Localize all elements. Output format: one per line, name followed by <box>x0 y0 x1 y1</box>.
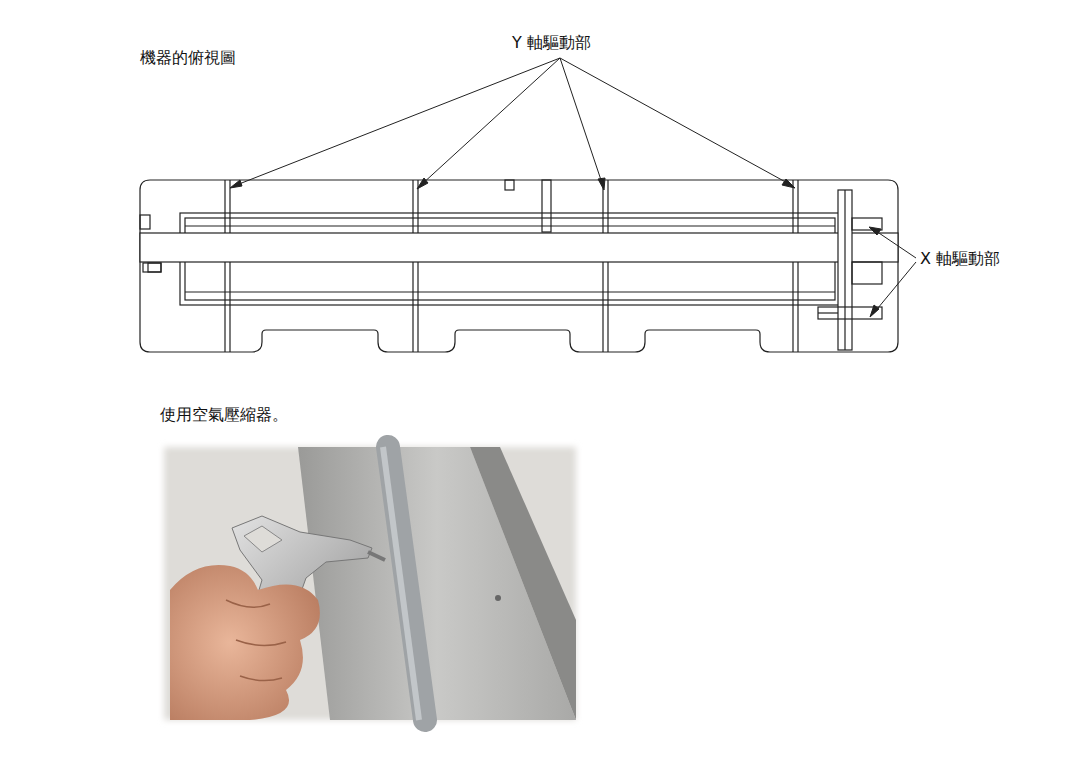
leader-lines <box>230 58 916 317</box>
view-title: 機器的俯視圖 <box>138 48 238 67</box>
part-label: Y 軸驅動部 <box>510 33 593 52</box>
machine-top-view <box>140 180 898 352</box>
part-label: X 軸驅動部 <box>918 249 1002 268</box>
photo-caption: 使用空氣壓縮器。 <box>158 405 290 424</box>
photo-air-gun <box>164 447 576 720</box>
